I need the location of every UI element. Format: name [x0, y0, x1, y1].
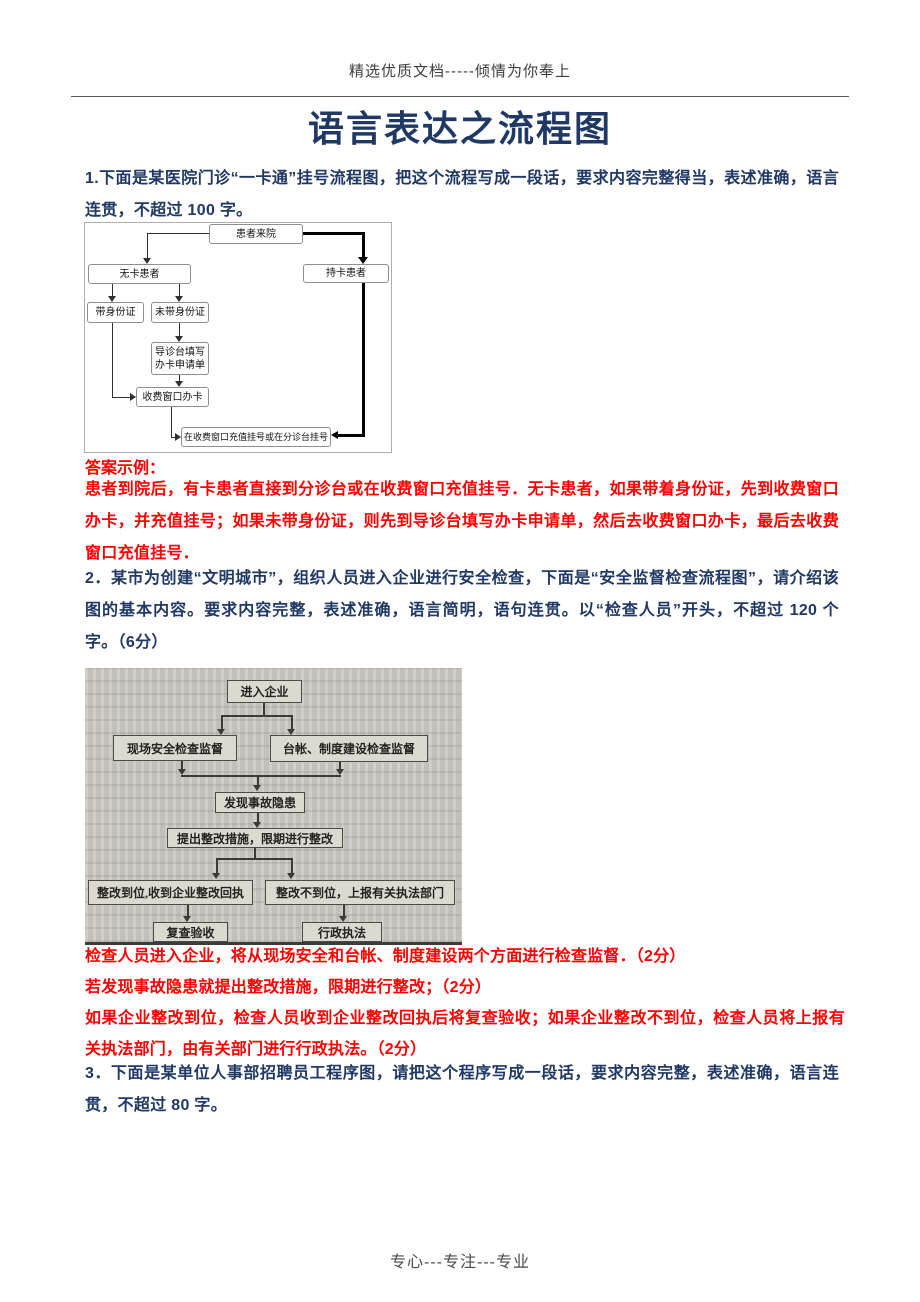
node-card-counter: 收费窗口办卡	[136, 387, 209, 407]
arrow-head	[253, 822, 261, 828]
page-title: 语言表达之流程图	[307, 108, 612, 149]
question-2-text: 2．某市为创建“文明城市”，组织人员进入企业进行安全检查，下面是“安全监督检查流…	[85, 570, 839, 651]
answer-2-line-3: 如果企业整改到位，检查人员收到企业整改回执后将复查验收；如果企业整改不到位，检查…	[85, 1010, 845, 1058]
node-ledger-inspection: 台帐、制度建设检查监督	[270, 735, 428, 762]
flow-line	[362, 232, 365, 258]
answer-2-line-1: 检查人员进入企业，将从现场安全和台帐、制度建设两个方面进行检查监督．（2分）	[85, 948, 686, 965]
arrow-head	[143, 258, 151, 264]
flowchart-safety-inspection: 进入企业 现场安全检查监督 台帐、制度建设检查监督 发现事故隐患 提出整改措施，…	[85, 668, 462, 945]
flow-line	[257, 775, 259, 785]
arrow-head	[212, 873, 220, 879]
flow-line	[221, 715, 293, 717]
flow-line	[216, 858, 293, 860]
answer-2-block: 检查人员进入企业，将从现场安全和台帐、制度建设两个方面进行检查监督．（2分） 若…	[85, 941, 845, 1065]
flow-line	[179, 284, 180, 297]
flow-line	[187, 905, 189, 916]
arrow-head	[175, 433, 181, 441]
node-without-id: 未带身份证	[151, 302, 209, 323]
arrow-head	[178, 769, 186, 775]
arrow-head	[336, 769, 344, 775]
flow-line	[291, 715, 293, 729]
flow-line	[181, 761, 183, 771]
flow-line	[171, 407, 172, 438]
answer-2-line-2: 若发现事故隐患就提出整改措施，限期进行整改；（2分）	[85, 979, 492, 996]
node-rectified: 整改到位,收到企业整改回执	[88, 880, 253, 905]
node-rectify-measures: 提出整改措施，限期进行整改	[167, 828, 343, 848]
arrow-head	[175, 381, 183, 387]
node-recheck: 复查验收	[153, 922, 228, 942]
arrow-head	[339, 916, 347, 922]
flow-line	[171, 437, 175, 438]
node-no-card-patient: 无卡患者	[88, 264, 191, 284]
flow-line	[147, 233, 209, 234]
arrow-head	[175, 296, 183, 302]
flow-line	[147, 233, 148, 258]
node-patient-arrives: 患者来院	[209, 224, 303, 244]
arrow-head	[217, 729, 225, 735]
node-register: 在收费窗口充值挂号或在分诊台挂号	[181, 427, 331, 447]
question-3-text: 3．下面是某单位人事部招聘员工程序图，请把这个程序写成一段话，要求内容完整，表述…	[85, 1065, 839, 1114]
flow-line	[112, 323, 113, 398]
arrow-head	[108, 296, 116, 302]
node-card-patient: 持卡患者	[303, 264, 389, 283]
answer-example-label: 答案示例：	[85, 460, 166, 477]
flow-line	[343, 905, 345, 916]
question-1-text: 1.下面是某医院门诊“一卡通”挂号流程图，把这个流程写成一段话，要求内容完整得当…	[85, 170, 839, 219]
flow-line	[181, 775, 341, 777]
answer-1-text: 患者到院后，有卡患者直接到分诊台或在收费窗口充值挂号．无卡患者，如果带着身份证，…	[85, 481, 839, 562]
flow-line	[221, 715, 223, 729]
node-with-id: 带身份证	[87, 302, 144, 323]
arrow-head	[130, 393, 136, 401]
arrow-head	[183, 916, 191, 922]
flow-line	[112, 397, 130, 398]
arrow-head	[287, 873, 295, 879]
flowchart-hospital-registration: 患者来院 无卡患者 持卡患者 带身份证 未带身份证 导诊台填写办卡申请单 收费窗…	[84, 222, 392, 453]
node-find-hazard: 发现事故隐患	[215, 792, 305, 813]
page-header: 精选优质文档-----倾情为你奉上	[349, 63, 571, 80]
arrow-head	[253, 785, 261, 791]
flow-line	[339, 762, 341, 771]
flow-line	[303, 232, 363, 235]
arrow-head	[358, 257, 368, 264]
flow-line	[112, 284, 113, 297]
header-divider	[71, 96, 849, 97]
flow-line	[179, 375, 180, 382]
node-application-form: 导诊台填写办卡申请单	[151, 342, 209, 375]
arrow-head	[175, 336, 183, 342]
flow-line	[263, 703, 265, 715]
flow-line	[254, 848, 256, 858]
arrow-head	[331, 431, 338, 439]
flow-line	[362, 283, 365, 436]
flow-line	[291, 858, 293, 873]
flow-line	[337, 434, 365, 437]
page-footer: 专心---专注---专业	[390, 1254, 530, 1271]
flow-line	[179, 323, 180, 337]
node-enforcement: 行政执法	[302, 922, 382, 942]
arrow-head	[287, 729, 295, 735]
node-not-rectified: 整改不到位，上报有关执法部门	[265, 880, 455, 905]
flow-line	[216, 858, 218, 873]
node-site-inspection: 现场安全检查监督	[113, 735, 237, 761]
node-enter-enterprise: 进入企业	[227, 680, 302, 703]
flow-line	[257, 813, 259, 823]
